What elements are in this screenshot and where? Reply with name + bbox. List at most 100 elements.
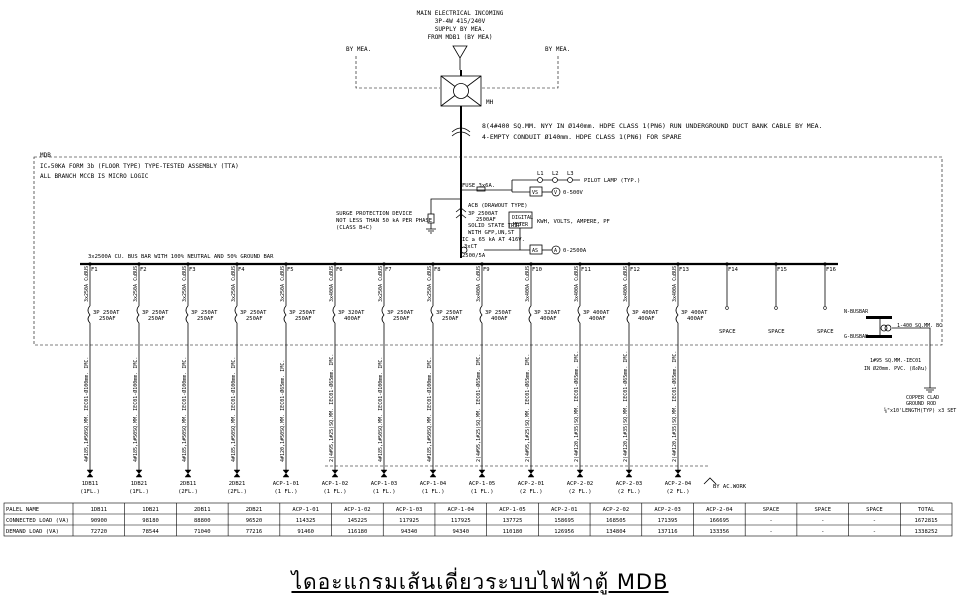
mccb-breaker-icon <box>381 305 385 324</box>
spd-tap-line <box>430 198 461 214</box>
table-cell-connected-load: 88800 <box>194 518 211 524</box>
feeder-cable-spec: 4#185,1#50SQ.MM. IEC01-Ø100mm. IMC. <box>377 357 384 462</box>
breaker-rating-af: 250AF <box>393 316 410 322</box>
load-panel-floor: (2 FL.) <box>519 489 542 495</box>
feeder-bus-rating: 3x250A CuBUS <box>133 266 139 302</box>
surge-line-1: SURGE PROTECTION DEVICE <box>336 211 412 217</box>
load-panel-icon <box>429 469 437 478</box>
table-cell-demand-load: 94340 <box>401 529 418 535</box>
table-cell-connected-load: 1672815 <box>915 518 938 524</box>
load-panel-icon <box>674 469 682 478</box>
feeder-cable-spec: 2(4#95,1#25)SQ.MM. IEC01-Ø65mm. IMC. <box>328 354 335 462</box>
load-panel-icon <box>576 469 584 478</box>
table-cell-connected-load: 168505 <box>606 518 626 524</box>
table-cell-demand-load: 134804 <box>606 529 627 535</box>
ground-cable-line-1: 1#95 SQ.MM.-IEC01 <box>870 358 921 364</box>
feeder-id-label: F14 <box>728 267 739 273</box>
feeder-bus-rating: 3x400A CuBUS <box>525 266 531 302</box>
load-panel-icon <box>86 469 94 478</box>
fuse-icon <box>476 186 486 192</box>
table-cell-demand-load: 78544 <box>142 529 159 535</box>
mea-boundary-lines <box>355 56 559 89</box>
table-cell-panel-name: SPACE <box>814 507 831 513</box>
ammeter-icon <box>551 245 561 255</box>
load-panel-name: ACP-1-03 <box>371 481 398 487</box>
mdb-title: MDB <box>40 152 51 159</box>
feeder-bus-rating: 3x400A CuBUS <box>672 266 678 302</box>
breaker-rating-af: 400AF <box>344 316 361 322</box>
ground-rod-line-2: GROUND ROD <box>906 401 936 407</box>
feeder-id-label: F16 <box>826 267 836 273</box>
mdb-spec-2: ALL BRANCH MCCB IS MICRO LOGIC <box>40 173 149 180</box>
feeder-id-label: F2 <box>140 267 147 273</box>
feeder-id-label: F15 <box>777 267 787 273</box>
table-cell-panel-name: ACP-2-03 <box>654 507 681 513</box>
grounding-system: N-BUSBAR G-BUSBAR 1-400 SQ.MM. BC 1#95 S… <box>844 309 956 414</box>
breaker-rating-af: 250AF <box>148 316 165 322</box>
breaker-rating-at: 3P 320AT <box>534 310 561 316</box>
load-panel-name: ACP-1-05 <box>469 481 496 487</box>
pilot-lamp-icon <box>567 177 573 183</box>
load-panel-name: ACP-2-04 <box>665 481 692 487</box>
space-label: SPACE <box>768 329 785 335</box>
feeder-cable-spec: 4#185,1#50SQ.MM. IEC01-Ø100mm. IMC. <box>132 357 139 462</box>
digital-meter-box <box>508 211 533 229</box>
pilot-phase-l3: L3 <box>567 171 574 177</box>
n-busbar-label: N-BUSBAR <box>844 309 869 315</box>
acb-line-1: ACB (DRAWOUT TYPE) <box>468 203 528 209</box>
feeder-bus-rating: 3x250A CuBUS <box>427 266 433 302</box>
as-label: AS <box>532 248 538 254</box>
main-acb: ACB (DRAWOUT TYPE) 3P 2500AT 2500AF SOLI… <box>455 203 528 243</box>
table-cell-connected-load: 96520 <box>246 518 263 524</box>
table-cell-panel-name: ACP-2-02 <box>603 507 630 513</box>
table-cell-connected-load: 114325 <box>296 518 316 524</box>
table-cell-demand-load: - <box>873 529 876 535</box>
breaker-rating-at: 3P 250AT <box>93 310 120 316</box>
table-cell-panel-name: 2DB21 <box>246 507 263 513</box>
acb-line-4: SOLID STATE TRIP <box>468 223 522 229</box>
table-cell-demand-load: - <box>821 529 824 535</box>
g-busbar-label: G-BUSBAR <box>844 334 869 340</box>
breaker-rating-af: 250AF <box>295 316 312 322</box>
pilot-lamp-icon <box>537 177 543 183</box>
table-cell-connected-load: 171395 <box>658 518 678 524</box>
incoming-line-3: SUPPLY BY MEA. <box>435 26 486 33</box>
feeder-cable-spec: 4#185,1#50SQ.MM. IEC01-Ø100mm. IMC. <box>83 357 90 462</box>
table-cell-demand-load: 91460 <box>297 529 314 535</box>
table-cell-panel-name: ACP-1-05 <box>499 507 526 513</box>
table-cell-panel-name: 2DB11 <box>194 507 211 513</box>
table-cell-demand-load: 77216 <box>246 529 263 535</box>
load-panel-icon <box>380 469 388 478</box>
surge-line-3: (CLASS B+C) <box>336 225 372 231</box>
feeder-cable-spec: 2(4#95,1#25)SQ.MM. IEC01-Ø65mm. IMC. <box>524 354 531 462</box>
table-cell-connected-load: 158695 <box>554 518 574 524</box>
table-cell-connected-load: 117925 <box>451 518 471 524</box>
feeder-id-label: F7 <box>385 267 392 273</box>
mccb-breaker-icon <box>675 305 679 324</box>
table-cell-demand-load: 126956 <box>554 529 574 535</box>
table-cell-demand-load: 133356 <box>709 529 729 535</box>
table-cell-panel-name: TOTAL <box>918 507 935 513</box>
ground-rod-line-3: ⅝"x10'LENGTH(TYP) x3 SET <box>884 407 956 414</box>
by-mea-left-label: BY MEA. <box>346 46 371 53</box>
amp-range-label: 0-2500A <box>563 248 587 254</box>
current-transformer-icon <box>460 246 468 254</box>
load-panel-name: ACP-2-01 <box>518 481 545 487</box>
g-busbar <box>866 335 892 338</box>
load-panel-floor: (1 FL.) <box>470 489 493 495</box>
incoming-supply-label: MAIN ELECTRICAL INCOMING 3P-4W 415/240V … <box>417 10 504 41</box>
meter-mh-label: MH <box>486 99 494 106</box>
spd-ground-icon <box>426 223 436 234</box>
cable-note-1: 8(4#400 SQ.MM. NYY IN Ø140mm. HDPE CLASS… <box>482 122 822 130</box>
table-cell-demand-load: - <box>769 529 772 535</box>
breaker-rating-at: 3P 250AT <box>436 310 463 316</box>
load-panel-name: 1DB11 <box>82 481 99 487</box>
mccb-breaker-icon <box>430 305 434 324</box>
by-ac-work-arrow-icon <box>703 477 717 485</box>
load-panel-name: 2DB21 <box>229 481 246 487</box>
cable-note-2: 4-EMPTY CONDUIT Ø140mm. HDPE CLASS 1(PN6… <box>482 133 682 141</box>
